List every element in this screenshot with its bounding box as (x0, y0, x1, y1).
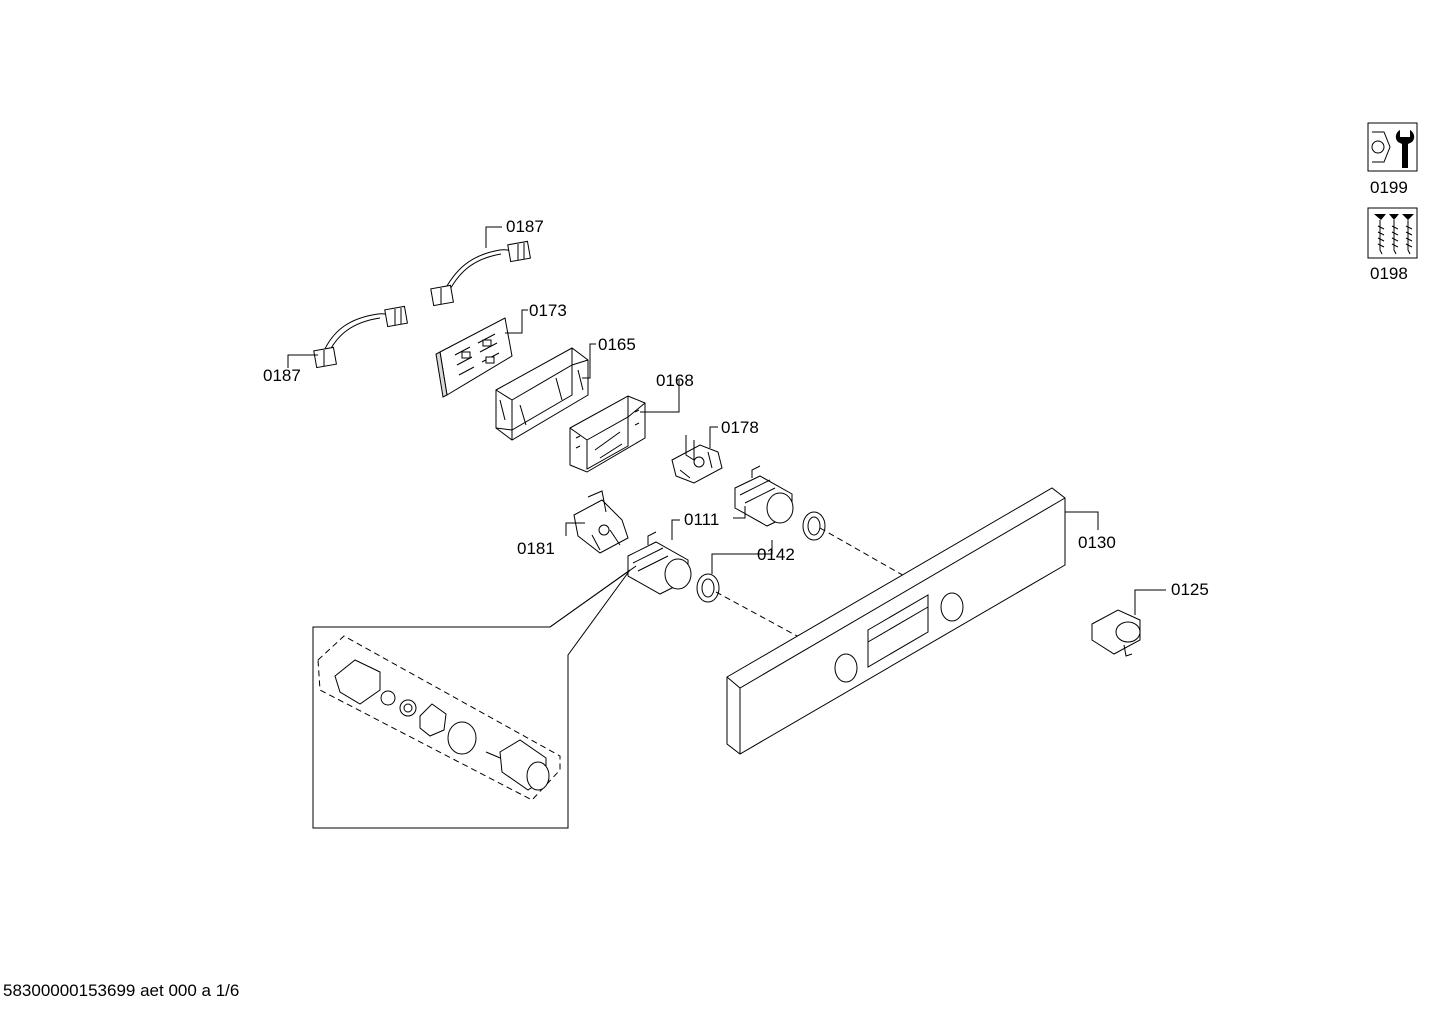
inset-pointer-line (549, 565, 637, 628)
leader-0173 (505, 309, 528, 334)
label-0187-upper: 0187 (506, 217, 544, 236)
wrench-nut-icon[interactable] (1367, 122, 1418, 172)
leader-0165 (582, 343, 596, 379)
leader-0168 (640, 380, 680, 413)
leader-0111 (733, 506, 746, 519)
part-0173-control-board[interactable] (435, 317, 513, 398)
leader-0130 (1065, 511, 1099, 530)
label-0125: 0125 (1171, 580, 1209, 599)
part-0111-knob-module-lower[interactable] (627, 531, 692, 595)
document-id: 58300000153699 aet 000 a 1/6 (3, 981, 240, 1000)
label-0165: 0165 (598, 335, 636, 354)
label-0111: 0111 (684, 510, 719, 529)
inset-detail-box (312, 569, 631, 829)
part-0130-control-panel[interactable] (726, 487, 1066, 755)
part-0187-cable-upper[interactable] (430, 240, 531, 307)
part-0165-display-frame[interactable] (495, 347, 589, 441)
leader-0142 (711, 540, 773, 574)
leader-0181 (565, 522, 585, 536)
part-0187-cable-lower[interactable] (313, 305, 408, 369)
part-0178-bracket[interactable] (671, 435, 723, 484)
leader-0111-lower (671, 519, 680, 540)
part-0142-ring-lower[interactable] (696, 573, 720, 603)
part-0125-clip[interactable] (1091, 598, 1141, 657)
leader-0187-lower (287, 354, 318, 368)
label-0168: 0168 (656, 371, 694, 390)
part-0111-knob-module-upper[interactable] (734, 465, 794, 527)
label-0178: 0178 (721, 418, 759, 437)
part-0142-ring-upper[interactable] (802, 511, 826, 541)
label-0198: 0198 (1370, 264, 1408, 283)
label-0187-lower: 0187 (263, 366, 301, 385)
leader-0178 (709, 426, 718, 448)
part-0168-display-module[interactable] (569, 395, 646, 473)
label-0199: 0199 (1370, 178, 1408, 197)
label-0130: 0130 (1078, 533, 1116, 552)
leader-0187-upper (485, 226, 502, 248)
part-0181-switch-bracket[interactable] (573, 490, 629, 554)
leader-0125 (1134, 589, 1166, 598)
label-0142: 0142 (757, 545, 795, 564)
label-0173: 0173 (529, 301, 567, 320)
label-0181: 0181 (517, 539, 555, 558)
screws-icon[interactable] (1367, 207, 1418, 259)
